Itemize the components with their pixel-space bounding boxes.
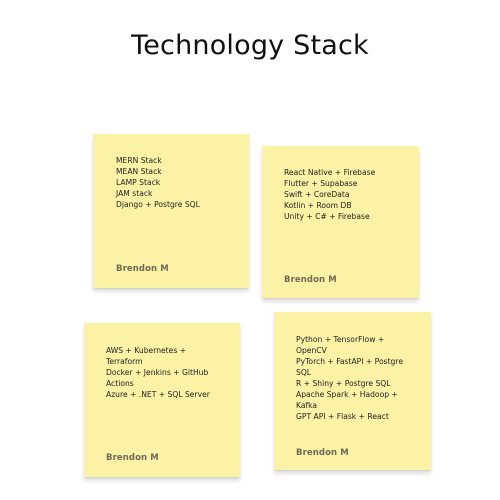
- note-line: MERN Stack: [116, 156, 162, 165]
- note-content: AWS + Kubernetes + Terraform Docker + Je…: [106, 345, 218, 400]
- note-line: Kotlin + Room DB: [284, 201, 352, 210]
- note-line: Django + Postgre SQL: [116, 200, 200, 209]
- note-line: Azure + .NET + SQL Server: [106, 390, 210, 399]
- note-line: R + Shiny + Postgre SQL: [296, 379, 391, 388]
- note-author: Brendon M: [106, 453, 159, 463]
- note-line: LAMP Stack: [116, 178, 161, 187]
- note-line: Docker + Jenkins + GitHub Actions: [106, 368, 209, 388]
- sticky-note-mobile-stacks[interactable]: React Native + Firebase Flutter + Supaba…: [262, 146, 419, 298]
- note-content: React Native + Firebase Flutter + Supaba…: [284, 167, 412, 222]
- note-line: Unity + C# + Firebase: [284, 212, 370, 221]
- note-line: Python + TensorFlow + OpenCV: [296, 335, 385, 355]
- note-line: React Native + Firebase: [284, 168, 376, 177]
- sticky-note-data-ai-stacks[interactable]: Python + TensorFlow + OpenCV PyTorch + F…: [274, 312, 431, 470]
- note-line: AWS + Kubernetes + Terraform: [106, 346, 187, 366]
- sticky-note-web-stacks[interactable]: MERN Stack MEAN Stack LAMP Stack JAM sta…: [93, 134, 249, 288]
- note-line: PyTorch + FastAPI + Postgre SQL: [296, 357, 403, 377]
- note-line: GPT API + Flask + React: [296, 412, 389, 421]
- note-line: Flutter + Supabase: [284, 179, 358, 188]
- note-author: Brendon M: [284, 275, 337, 285]
- note-author: Brendon M: [296, 448, 349, 458]
- note-line: MEAN Stack: [116, 167, 162, 176]
- note-line: JAM stack: [116, 189, 153, 198]
- note-line: Apache Spark + Hadoop + Kafka: [296, 390, 398, 410]
- sticky-note-cloud-stacks[interactable]: AWS + Kubernetes + Terraform Docker + Je…: [84, 323, 240, 477]
- note-content: Python + TensorFlow + OpenCV PyTorch + F…: [296, 334, 408, 422]
- note-author: Brendon M: [116, 264, 169, 274]
- page-title: Technology Stack: [131, 30, 369, 61]
- note-content: MERN Stack MEAN Stack LAMP Stack JAM sta…: [116, 155, 241, 210]
- note-line: Swift + CoreData: [284, 190, 350, 199]
